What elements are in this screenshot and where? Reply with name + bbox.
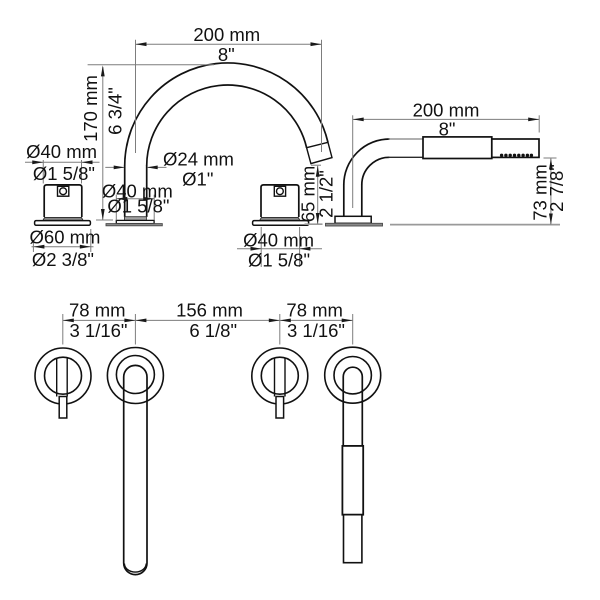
svg-text:Ø24 mm: Ø24 mm (163, 148, 234, 169)
svg-text:Ø40 mm: Ø40 mm (102, 181, 173, 202)
svg-text:2 1/2": 2 1/2" (316, 170, 337, 218)
svg-text:Ø1 5/8": Ø1 5/8" (107, 196, 169, 217)
svg-text:8": 8" (439, 119, 456, 140)
svg-text:78 mm: 78 mm (69, 299, 126, 320)
svg-text:Ø60 mm: Ø60 mm (30, 226, 101, 247)
svg-text:Ø40 mm: Ø40 mm (26, 141, 97, 162)
svg-text:Ø1 5/8": Ø1 5/8" (248, 250, 310, 271)
svg-text:2 7/8": 2 7/8" (546, 164, 567, 212)
svg-text:170 mm: 170 mm (80, 75, 101, 142)
svg-text:Ø1 5/8": Ø1 5/8" (33, 163, 95, 184)
svg-text:Ø40 mm: Ø40 mm (243, 229, 314, 250)
svg-text:3 1/16": 3 1/16" (69, 320, 127, 341)
svg-text:8": 8" (218, 44, 235, 65)
svg-text:3 1/16": 3 1/16" (287, 320, 345, 341)
svg-text:200 mm: 200 mm (193, 24, 260, 45)
svg-text:6 1/8": 6 1/8" (189, 320, 237, 341)
svg-text:156 mm: 156 mm (176, 299, 243, 320)
svg-text:Ø1": Ø1" (182, 169, 213, 190)
svg-text:65 mm: 65 mm (298, 166, 319, 223)
svg-text:78 mm: 78 mm (286, 299, 343, 320)
svg-text:6 3/4": 6 3/4" (104, 87, 125, 135)
svg-text:200 mm: 200 mm (413, 100, 480, 121)
svg-text:73 mm: 73 mm (530, 164, 551, 221)
svg-text:Ø2 3/8": Ø2 3/8" (32, 249, 94, 270)
